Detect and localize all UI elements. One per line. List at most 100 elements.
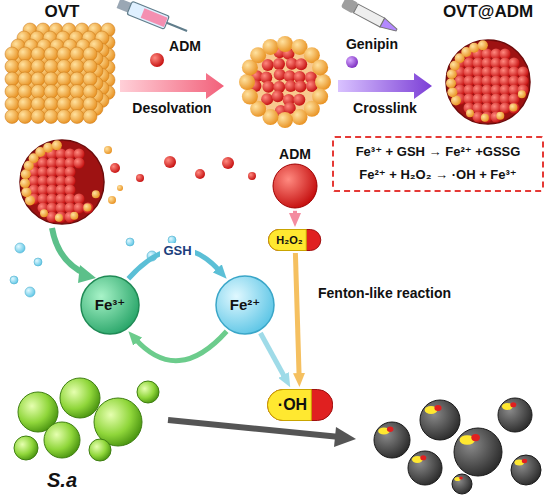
protein-sphere: [57, 72, 71, 86]
protein-sphere: [315, 74, 331, 90]
protein-sphere: [44, 60, 58, 74]
protein-sphere: [496, 112, 504, 120]
capsule-cap: [269, 230, 321, 251]
node-text: Fe²⁺: [230, 296, 260, 314]
protein-sphere: [5, 60, 19, 74]
protein-sphere: [21, 187, 31, 197]
adm-sphere: [293, 94, 305, 106]
dead-cell: [374, 422, 410, 458]
bacterium-cell: [89, 439, 111, 461]
release-arrow-head: [78, 265, 96, 283]
protein-sphere: [44, 72, 58, 86]
syringe-barrel: [127, 1, 169, 29]
adm-sphere: [262, 81, 274, 93]
protein-sphere: [83, 97, 97, 111]
node-text: ·OH: [267, 389, 333, 421]
adm-sphere: [136, 174, 144, 182]
text-label: OVT: [45, 2, 80, 22]
node-text: H₂O₂: [268, 229, 321, 251]
radical-capsule: H₂O₂: [268, 229, 321, 251]
particle-core: [20, 140, 104, 224]
protein-sphere: [57, 110, 71, 124]
protein-sphere: [518, 90, 526, 98]
radical-patch: [471, 434, 480, 441]
protein-sphere: [70, 97, 84, 111]
ovt-adm-particle: [446, 40, 530, 124]
connector: [293, 211, 297, 217]
node-text: Fe²⁺ + H₂O₂ → ·OH + Fe³⁺: [342, 167, 534, 184]
radical-patch: [510, 402, 516, 407]
protein-sphere: [478, 40, 488, 50]
drug-sphere: ADM: [272, 146, 318, 209]
text-label: OVT@ADM: [443, 2, 533, 22]
radical-patch: [420, 455, 426, 460]
ion-dot: [10, 276, 18, 284]
radical-capsule: ·OH: [267, 389, 333, 421]
protein-sphere: [57, 60, 71, 74]
ion-circle: Fe³⁺: [80, 275, 140, 335]
radical-patch: [522, 459, 527, 464]
syringe-liquid: [141, 8, 168, 27]
protein-sphere: [481, 114, 489, 122]
kill-arrow: [168, 420, 340, 437]
dead-cell: [452, 474, 472, 494]
particle-core: [245, 42, 325, 122]
adm-sphere: [110, 163, 120, 173]
bacterium-cell: [44, 422, 80, 458]
adm-sphere: [295, 58, 307, 70]
text-label: Desolvation: [132, 100, 211, 117]
protein-sphere: [70, 72, 84, 86]
protein-sphere: [83, 110, 97, 124]
ion-dot: [126, 238, 134, 246]
protein-sphere: [20, 178, 30, 188]
text-label: ADM: [169, 38, 201, 55]
bacteria: [14, 378, 159, 461]
adm-sphere: [294, 80, 306, 92]
protein-sphere: [18, 110, 32, 124]
text-label: Fenton-like reaction: [318, 285, 451, 302]
protein-sphere: [277, 112, 293, 128]
dead-cell: [498, 398, 532, 432]
ion-dot: [25, 287, 35, 297]
ovt-cube: [5, 23, 115, 124]
connector: [295, 253, 299, 377]
protein-sphere: [83, 85, 97, 99]
radical-patch: [387, 427, 393, 432]
capsule-cap: [267, 390, 332, 421]
protein-sphere: [469, 43, 479, 53]
protein-sphere: [40, 209, 48, 217]
dead-cell: [420, 400, 460, 440]
bacterium-cell: [60, 378, 100, 418]
releasing-particle: [20, 140, 256, 224]
ion-circle-fill: [216, 276, 274, 334]
pipette-body: [354, 4, 385, 27]
dead-cell: [511, 455, 541, 485]
adm-sphere: [273, 58, 285, 70]
reaction-box: Fe³⁺ + GSH → Fe²⁺ +GSSG Fe²⁺ + H₂O₂ → ·OH…: [332, 136, 544, 192]
protein-sphere: [83, 72, 97, 86]
adm-drop: [150, 53, 164, 67]
protein-sphere: [31, 97, 45, 111]
adm-sphere: [248, 172, 256, 180]
protein-sphere: [70, 110, 84, 124]
protein-sphere: [31, 72, 45, 86]
connector: [260, 333, 285, 378]
dead-bacteria: [374, 398, 541, 494]
protein-sphere: [509, 103, 517, 111]
protein-sphere: [44, 85, 58, 99]
text-label: S.a: [47, 468, 77, 492]
protein-sphere: [44, 97, 58, 111]
node-text: ADM: [279, 146, 311, 163]
protein-sphere: [57, 47, 71, 61]
protein-sphere: [446, 78, 456, 88]
protein-sphere: [44, 47, 58, 61]
connector: [135, 331, 227, 360]
adm-sphere: [222, 157, 234, 169]
ion-dot: [34, 258, 42, 266]
protein-sphere: [52, 140, 62, 150]
protein-sphere: [92, 190, 100, 198]
node-text: Fe³⁺ + GSH → Fe²⁺ +GSSG: [342, 144, 534, 161]
protein-sphere: [277, 36, 293, 52]
drug-sphere-icon: [272, 163, 318, 209]
